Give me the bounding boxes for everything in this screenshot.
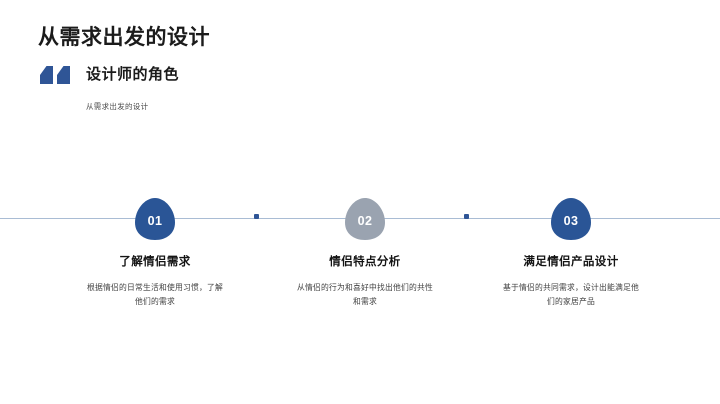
quote-mark-icon — [38, 62, 78, 88]
step-number-01: 01 — [147, 214, 163, 228]
step-badge-01[interactable]: 01 — [132, 196, 178, 242]
step-description-02: 从情侣的行为和喜好中找出他们的共性和需求 — [297, 283, 433, 306]
step-title-03: 满足情侣产品设计 — [523, 256, 619, 268]
step-number-03: 03 — [563, 214, 579, 228]
step-description-03: 基于情侣的共同需求，设计出能满足他们的家居产品 — [503, 283, 639, 306]
subtitle-row: 设计师的角色 — [38, 60, 458, 90]
step-badge-03[interactable]: 03 — [548, 196, 594, 242]
slide-header: 从需求出发的设计 设计师的角色 从需求出发的设计 — [38, 24, 458, 113]
step-title-01: 了解情侣需求 — [119, 256, 191, 268]
step-number-02: 02 — [357, 214, 373, 228]
page-title: 从需求出发的设计 — [38, 26, 210, 49]
timeline-step-01[interactable]: 01 了解情侣需求 根据情侣的日常生活和使用习惯，了解他们的需求 — [50, 196, 260, 309]
step-badge-02[interactable]: 02 — [342, 196, 388, 242]
slide-kicker: 从需求出发的设计 — [86, 102, 149, 111]
timeline-step-02[interactable]: 02 情侣特点分析 从情侣的行为和喜好中找出他们的共性和需求 — [260, 196, 470, 309]
step-description-01: 根据情侣的日常生活和使用习惯，了解他们的需求 — [87, 283, 223, 306]
step-title-02: 情侣特点分析 — [329, 256, 401, 268]
timeline-step-03[interactable]: 03 满足情侣产品设计 基于情侣的共同需求，设计出能满足他们的家居产品 — [466, 196, 676, 309]
slide-subtitle: 设计师的角色 — [86, 66, 180, 83]
